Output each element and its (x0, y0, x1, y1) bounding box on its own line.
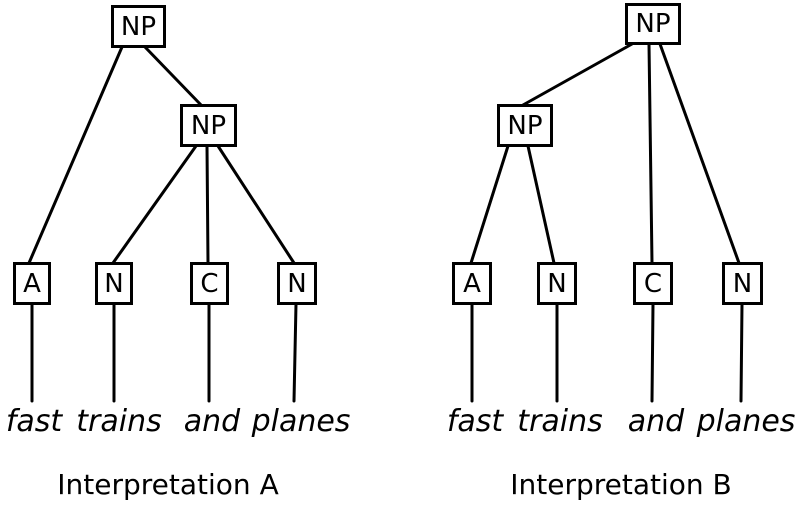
tree-a-root-node: NP (111, 5, 166, 48)
edge-b-c-to-and (650, 302, 655, 403)
tree-b-leaf-a-label: A (463, 268, 481, 299)
tree-a-word-planes: planes (251, 404, 351, 439)
edge-a-inner-to-c (205, 144, 210, 265)
edge-a-root-to-innernp (143, 45, 204, 108)
edge-b-inner-to-a (469, 144, 510, 265)
tree-a-leaf-n2-node: N (277, 262, 317, 305)
tree-a-inner-label: NP (190, 110, 227, 141)
tree-b-leaf-a-node: A (452, 262, 492, 305)
edge-b-root-to-innernp (521, 42, 634, 107)
edge-a-inner-to-n1 (111, 144, 198, 265)
tree-b-inner-np-node: NP (497, 104, 553, 147)
tree-b-leaf-c-label: C (643, 268, 663, 299)
tree-b-word-trains: trains (517, 404, 603, 439)
tree-b-leaf-n2-node: N (722, 262, 763, 305)
tree-b-inner-label: NP (507, 110, 543, 141)
tree-a-root-label: NP (120, 11, 157, 42)
tree-a-leaf-n1-node: N (95, 262, 133, 305)
tree-a-word-fast: fast (5, 404, 63, 439)
tree-b-root-label: NP (635, 9, 671, 39)
tree-a-leaf-a-label: A (23, 268, 41, 299)
tree-b-caption: Interpretation B (510, 468, 732, 501)
edge-b-root-to-c (647, 42, 654, 265)
tree-a-leaf-a-node: A (13, 262, 51, 305)
tree-a-word-trains: trains (76, 404, 162, 439)
tree-a-leaf-c-label: C (200, 268, 219, 299)
tree-b-word-and: and (627, 404, 685, 439)
tree-b-leaf-n1-node: N (537, 262, 577, 305)
tree-b-word-fast: fast (446, 404, 504, 439)
tree-a-caption: Interpretation A (57, 468, 279, 501)
edge-a-n2-to-planes (292, 302, 298, 403)
tree-b-leaf-n1-label: N (547, 268, 567, 299)
edge-b-inner-to-n1 (526, 144, 556, 265)
tree-a-leaf-c-node: C (190, 262, 229, 305)
tree-b-root-node: NP (625, 3, 681, 45)
edge-a-root-to-a (27, 45, 124, 265)
tree-a-leaf-n1-label: N (104, 268, 124, 299)
tree-a-word-and: and (183, 404, 241, 439)
tree-b-leaf-c-node: C (633, 262, 673, 305)
edge-a-inner-to-n2 (216, 144, 296, 265)
tree-b-leaf-n2-label: N (732, 268, 753, 299)
edge-b-n2-to-planes (739, 302, 744, 403)
tree-b-word-planes: planes (696, 404, 796, 439)
tree-a-leaf-n2-label: N (287, 268, 307, 299)
edge-b-root-to-n2 (658, 42, 741, 265)
tree-a-inner-np-node: NP (180, 104, 237, 147)
